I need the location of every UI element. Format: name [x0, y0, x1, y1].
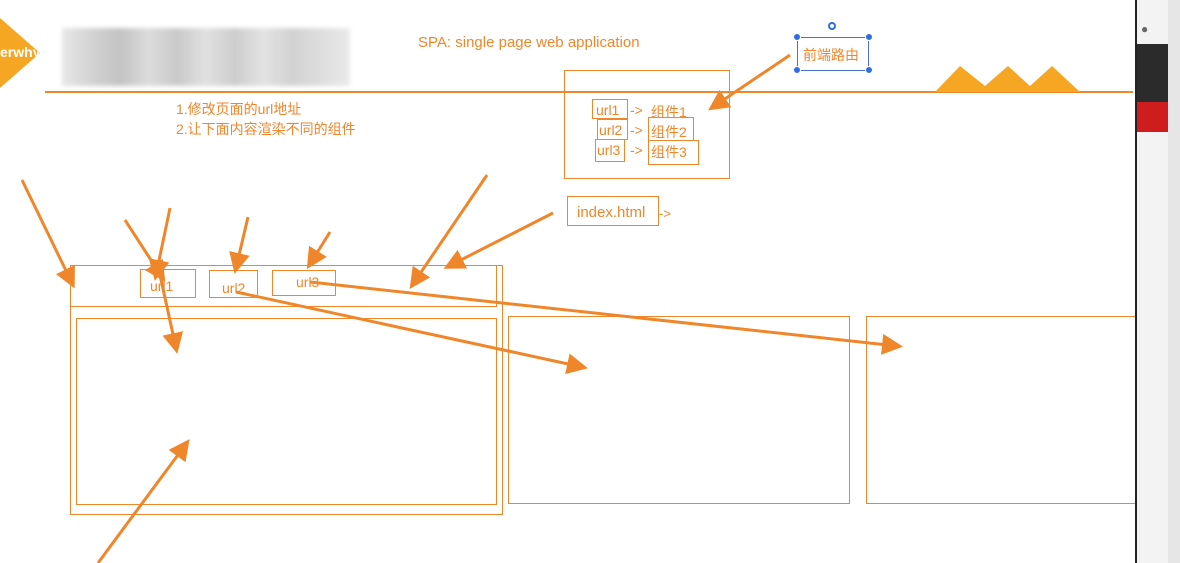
mapping-component2: 组件2	[651, 124, 687, 140]
selected-textbox[interactable]	[797, 37, 869, 71]
resize-handle-bottom-left[interactable]	[793, 66, 801, 74]
route-mapping-box	[564, 70, 730, 179]
brand-logo-text: erwhy	[0, 44, 41, 60]
note-1: 1.修改页面的url地址	[176, 101, 302, 117]
blurred-header-text	[62, 28, 350, 86]
arrow-to-mapping	[708, 53, 791, 111]
mapping-arrow-1: ->	[630, 102, 643, 118]
arrow-url2-to-component2	[235, 290, 588, 375]
mapping-arrow-3: ->	[630, 142, 643, 158]
arrow-bottom-content	[96, 439, 190, 563]
note-2: 2.让下面内容渲染不同的组件	[176, 121, 356, 137]
decorative-mountains	[935, 66, 1080, 92]
mapping-url2: url2	[599, 122, 623, 138]
mapping-arrow-2: ->	[630, 122, 643, 138]
mapping-url1-box	[592, 99, 628, 119]
browser-side-panel: ● ⋮	[1135, 0, 1180, 563]
mapping-url3-box	[595, 139, 625, 162]
arrow-index-to-page	[443, 211, 554, 269]
component2-box	[508, 316, 850, 504]
arrow-nav-bar	[409, 174, 489, 289]
selected-textbox-text[interactable]: 前端路由	[803, 47, 859, 63]
arrow-url2	[229, 216, 250, 274]
mapping-url3: url3	[597, 142, 621, 158]
profile-icon[interactable]: ●	[1141, 22, 1149, 36]
page-content-area	[76, 318, 497, 505]
mapping-url1: url1	[596, 102, 620, 118]
page-title: SPA: single page web application	[418, 34, 640, 51]
nav-link-url3-box	[272, 270, 336, 296]
arrow-url3-to-component3	[309, 280, 903, 355]
resize-handle-top-right[interactable]	[865, 33, 873, 41]
index-html-label: index.html	[577, 204, 646, 221]
resize-handle-bottom-right[interactable]	[865, 66, 873, 74]
index-html-box	[567, 196, 659, 226]
arrow-url1-to-content	[158, 274, 184, 354]
mapping-component1: 组件1	[651, 104, 687, 120]
annotation-arrows	[20, 53, 903, 563]
nav-link-url3: url3	[296, 274, 320, 290]
mapping-component3-box	[648, 140, 699, 165]
resize-handle-top-left[interactable]	[793, 33, 801, 41]
arrow-url1-b	[148, 207, 172, 281]
arrow-left-frame	[20, 179, 75, 289]
mapping-component3: 组件3	[651, 144, 687, 160]
arrow-url3	[306, 231, 332, 270]
scrollbar[interactable]	[1168, 0, 1180, 563]
index-html-arrow: ->	[659, 206, 671, 221]
rotate-handle[interactable]	[828, 22, 836, 30]
